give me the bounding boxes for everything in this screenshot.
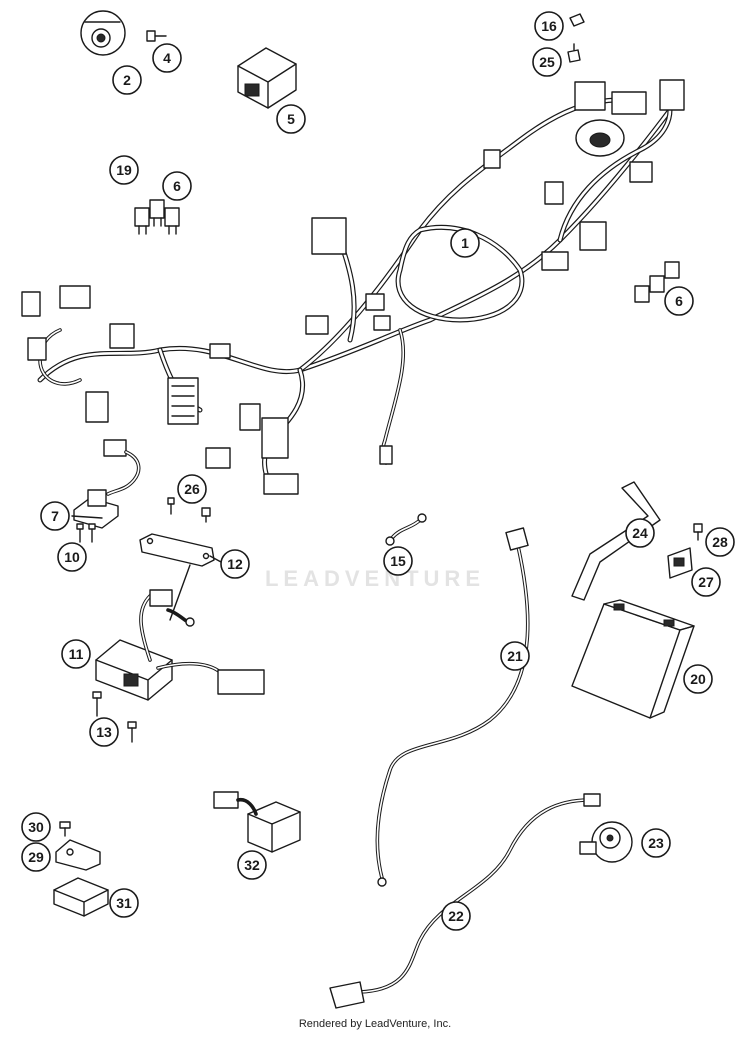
svg-text:2: 2 — [123, 72, 131, 88]
callout-27[interactable]: 27 — [691, 567, 721, 597]
callout-15[interactable]: 15 — [383, 546, 413, 576]
svg-text:13: 13 — [96, 724, 112, 740]
svg-text:19: 19 — [116, 162, 132, 178]
callout-5[interactable]: 5 — [276, 104, 306, 134]
part-30-screw[interactable] — [59, 821, 71, 837]
svg-text:11: 11 — [69, 646, 84, 662]
svg-text:12: 12 — [227, 556, 243, 572]
callout-20[interactable]: 20 — [683, 664, 713, 694]
part-21-battery-cable[interactable] — [375, 527, 530, 887]
callout-1[interactable]: 1 — [450, 228, 480, 258]
svg-text:23: 23 — [648, 835, 664, 851]
part-31-control-unit[interactable] — [53, 877, 109, 917]
part-25-clip[interactable] — [567, 43, 581, 63]
svg-text:25: 25 — [539, 54, 555, 70]
svg-text:27: 27 — [698, 574, 714, 590]
part-2-horn-cover[interactable] — [80, 10, 126, 56]
svg-text:1: 1 — [461, 235, 469, 251]
part-27-bracket-clip[interactable] — [667, 547, 693, 579]
callout-12[interactable]: 12 — [220, 549, 250, 579]
callout-30[interactable]: 30 — [21, 812, 51, 842]
part-5-relay[interactable] — [237, 47, 297, 109]
callout-13[interactable]: 13 — [89, 717, 119, 747]
callout-24[interactable]: 24 — [625, 518, 655, 548]
callout-28[interactable]: 28 — [705, 527, 735, 557]
callout-32[interactable]: 32 — [237, 850, 267, 880]
part-22-starter-cable[interactable] — [329, 793, 601, 1009]
svg-text:20: 20 — [690, 671, 706, 687]
svg-text:15: 15 — [390, 553, 406, 569]
callout-26[interactable]: 26 — [177, 474, 207, 504]
part-10-screws[interactable] — [76, 523, 96, 543]
svg-text:16: 16 — [541, 18, 557, 34]
callout-25[interactable]: 25 — [532, 47, 562, 77]
callout-7[interactable]: 7 — [40, 501, 70, 531]
svg-text:26: 26 — [184, 481, 200, 497]
callout-29[interactable]: 29 — [21, 842, 51, 872]
part-23-horn[interactable] — [579, 821, 633, 863]
callout-22[interactable]: 22 — [441, 901, 471, 931]
callout-11[interactable]: 11 — [61, 639, 91, 669]
callout-10[interactable]: 10 — [57, 542, 87, 572]
part-29-bracket[interactable] — [55, 839, 101, 871]
callout-23[interactable]: 23 — [641, 828, 671, 858]
part-16-clip[interactable] — [569, 13, 585, 27]
callout-6b[interactable]: 6 — [664, 286, 694, 316]
svg-text:21: 21 — [507, 648, 523, 664]
footer-credit: Rendered by LeadVenture, Inc. — [298, 1018, 452, 1030]
svg-text:32: 32 — [244, 857, 260, 873]
part-20-battery[interactable] — [571, 599, 695, 719]
svg-text:31: 31 — [116, 895, 132, 911]
callout-19[interactable]: 19 — [109, 155, 139, 185]
svg-text:30: 30 — [28, 819, 44, 835]
svg-text:22: 22 — [448, 908, 464, 924]
part-4-bolt[interactable] — [146, 30, 167, 42]
callout-6a[interactable]: 6 — [162, 171, 192, 201]
part-7-sensor-connector[interactable] — [73, 439, 141, 529]
svg-text:6: 6 — [675, 293, 683, 309]
part-1-main-wiring-harness[interactable] — [21, 79, 685, 495]
svg-text:28: 28 — [712, 534, 728, 550]
leader-lines — [71, 515, 222, 621]
svg-text:10: 10 — [64, 549, 80, 565]
svg-text:5: 5 — [287, 111, 295, 127]
part-15-ground-cable[interactable] — [385, 513, 427, 546]
part-6-fuse-set-right[interactable] — [634, 261, 680, 303]
leadventure-watermark: LEADVENTURE — [264, 566, 485, 591]
part-12-bracket-plate[interactable] — [139, 533, 215, 567]
callout-4[interactable]: 4 — [152, 43, 182, 73]
part-32-relay-module[interactable] — [213, 791, 301, 853]
callout-21[interactable]: 21 — [500, 641, 530, 671]
part-28-screw[interactable] — [693, 523, 703, 541]
svg-text:7: 7 — [51, 508, 59, 524]
part-13-bolts[interactable] — [92, 691, 137, 743]
callout-2[interactable]: 2 — [112, 65, 142, 95]
part-19-fuse-set[interactable] — [134, 199, 180, 235]
callout-31[interactable]: 31 — [109, 888, 139, 918]
svg-text:24: 24 — [632, 525, 648, 541]
callout-16[interactable]: 16 — [534, 11, 564, 41]
svg-text:29: 29 — [28, 849, 44, 865]
svg-text:6: 6 — [173, 178, 181, 194]
svg-text:4: 4 — [163, 50, 171, 66]
part-11-voltage-regulator[interactable] — [95, 589, 265, 701]
part-26-screws[interactable] — [167, 497, 211, 523]
